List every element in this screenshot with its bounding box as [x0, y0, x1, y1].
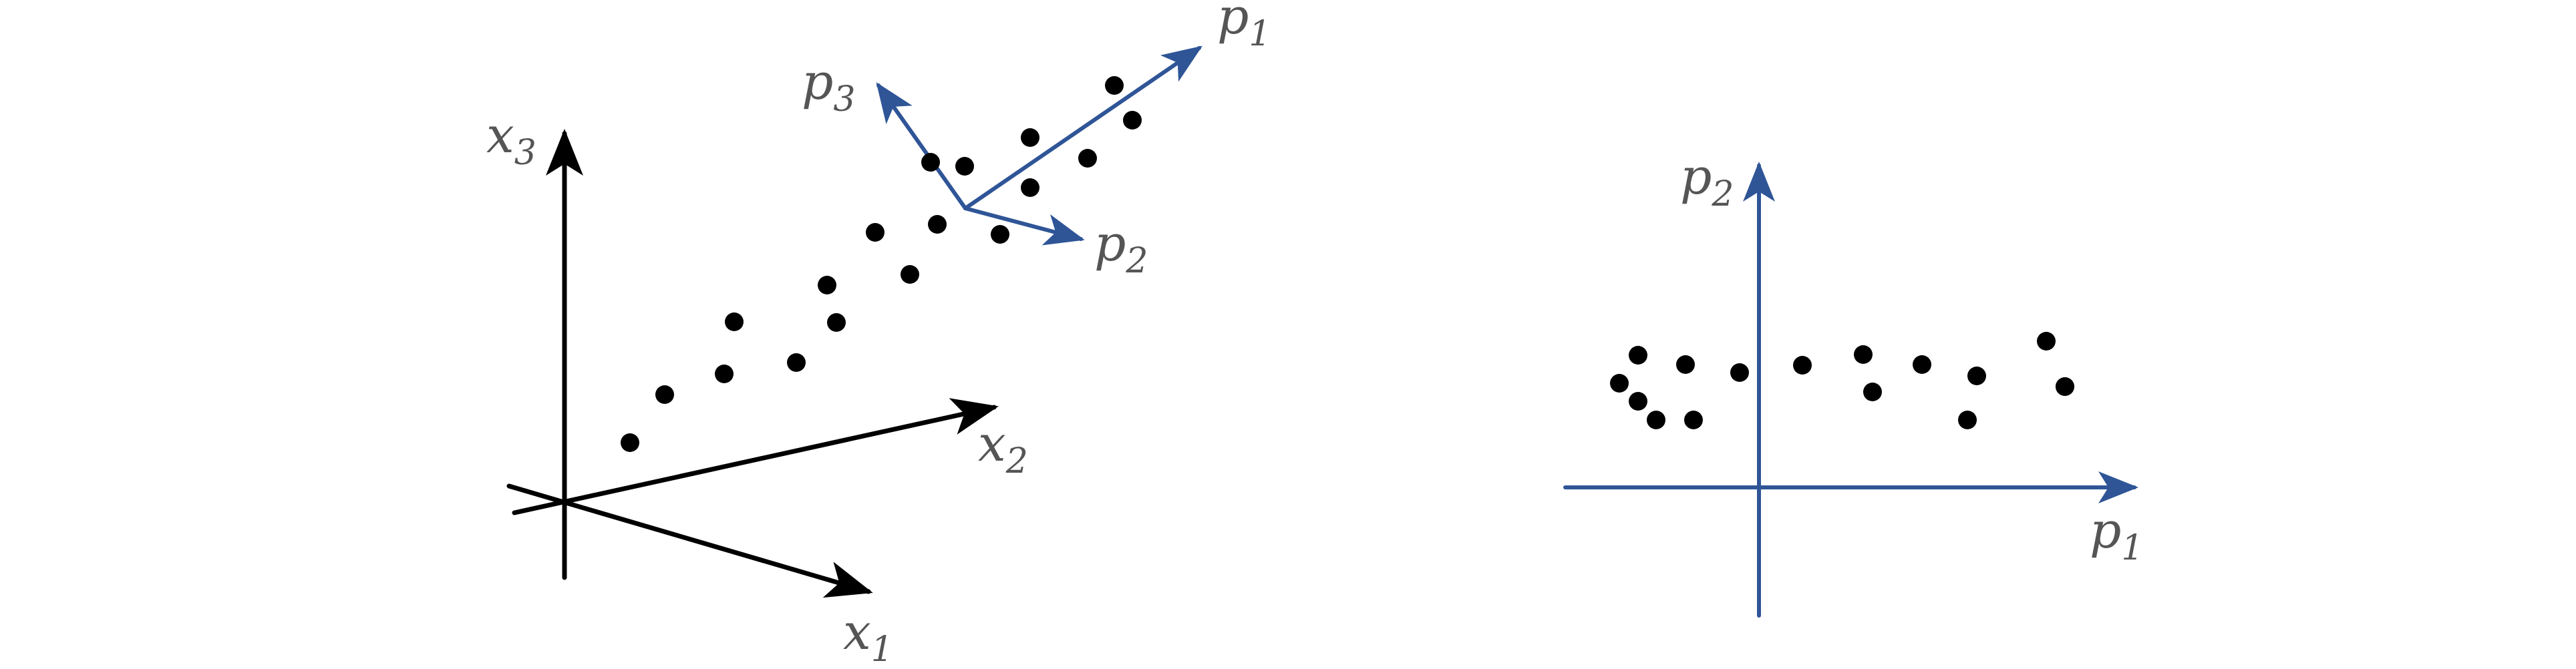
right-point-13 — [1967, 367, 1986, 385]
projected-axes — [1563, 162, 2138, 618]
p2-axis — [963, 206, 1085, 246]
x2-label: x2 — [978, 415, 1028, 481]
right-point-2 — [1629, 346, 1647, 365]
p2-label: p2 — [1094, 215, 1148, 281]
right-point-12 — [1958, 411, 1977, 429]
x2-axis — [512, 398, 999, 515]
left-point-18 — [1123, 111, 1142, 130]
left-point-5 — [787, 353, 806, 372]
right-point-5 — [1676, 355, 1695, 374]
left-point-15 — [1021, 128, 1039, 147]
left-point-12 — [955, 157, 974, 176]
x1-axis — [506, 483, 873, 598]
right-point-8 — [1793, 356, 1812, 375]
left-point-14 — [1021, 178, 1039, 197]
left-point-2 — [655, 385, 674, 404]
x3-label: x3 — [486, 107, 536, 173]
p1-label: p1 — [1217, 0, 1271, 54]
right-point-6 — [1684, 411, 1703, 429]
left-point-7 — [827, 313, 846, 332]
right-scatter-points — [1610, 332, 2074, 429]
left-point-10 — [928, 215, 947, 234]
right-point-11 — [1913, 355, 1931, 374]
left-point-16 — [1078, 149, 1097, 168]
left-point-4 — [725, 312, 744, 331]
x1-label: x1 — [843, 604, 893, 669]
left-point-1 — [621, 433, 639, 452]
right-point-14 — [2037, 332, 2056, 351]
left-point-8 — [866, 223, 884, 242]
p3-axis — [876, 82, 967, 210]
right-p1-label: p1 — [2090, 502, 2143, 568]
left-point-11 — [921, 153, 940, 172]
left-point-13 — [991, 225, 1009, 244]
principal-axes — [876, 45, 1202, 246]
right-point-9 — [1854, 345, 1873, 364]
left-point-6 — [818, 276, 836, 294]
right-point-16 — [2056, 377, 2074, 396]
p1-axis — [963, 45, 1202, 210]
left-scatter-points — [621, 76, 1142, 452]
original-axes — [506, 129, 999, 598]
right-point-3 — [1629, 392, 1647, 411]
right-point-7 — [1730, 363, 1749, 382]
right-p2-label: p2 — [1680, 148, 1734, 214]
left-point-3 — [715, 365, 734, 383]
right-point-1 — [1610, 374, 1629, 393]
right-point-4 — [1647, 411, 1665, 429]
left-point-9 — [901, 265, 919, 284]
left-point-17 — [1105, 76, 1124, 95]
p3-label: p3 — [802, 53, 855, 120]
right-point-10 — [1863, 383, 1882, 401]
